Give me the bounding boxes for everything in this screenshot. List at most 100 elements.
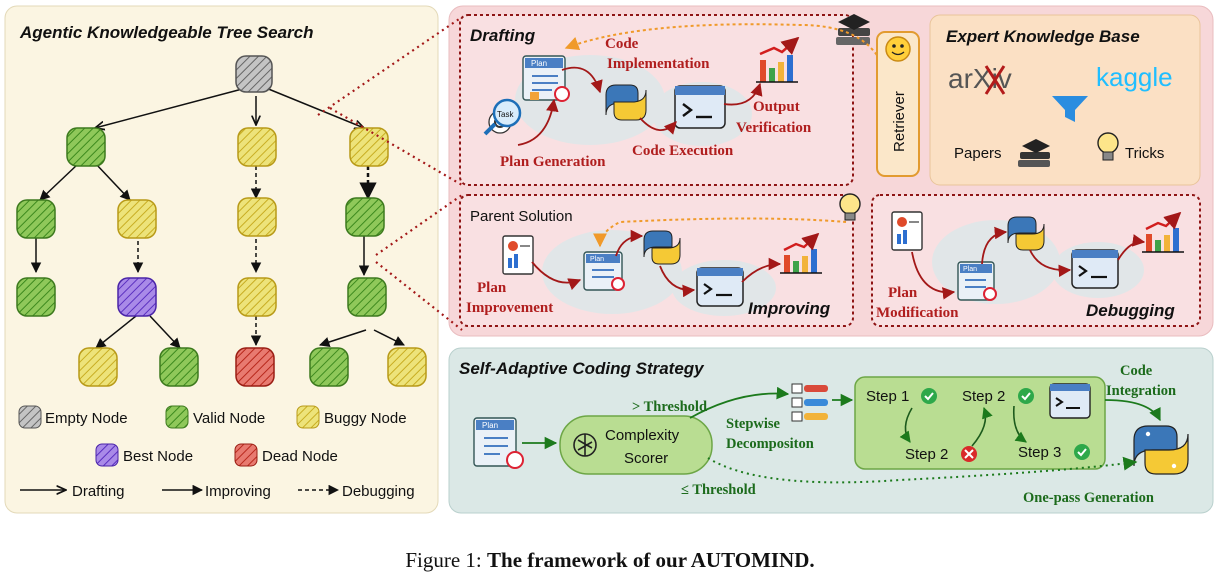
hugging-face-icon <box>885 36 911 62</box>
funnel-icon <box>1052 96 1088 122</box>
node-valid <box>66 127 106 167</box>
plan-modification-label-1: Plan <box>888 285 918 301</box>
improving-lightbulb-icon <box>839 193 861 221</box>
improving-title: Improving <box>748 299 831 318</box>
steps-terminal-icon <box>1049 383 1091 419</box>
tree-legend: Empty Node Valid Node Buggy Node Best No… <box>18 405 415 500</box>
node-best <box>117 277 157 317</box>
plan-modification-label-2: Modification <box>876 305 959 321</box>
stepwise-label-1: Stepwise <box>726 416 781 432</box>
plan-doc-label: Plan <box>531 59 547 68</box>
legend-valid-label: Valid Node <box>193 410 265 427</box>
retrieval-arrow-drafting <box>564 23 881 61</box>
legend-best-swatch <box>95 443 119 467</box>
step-arrows <box>899 405 1027 447</box>
debugging-arrows <box>911 226 1146 300</box>
papers-books-icon <box>1018 139 1050 167</box>
node-valid <box>159 347 199 387</box>
step1-check-icon <box>921 388 937 404</box>
code-implementation-label-2: Implementation <box>607 56 710 72</box>
legend-debugging-label: Debugging <box>342 483 415 500</box>
legend-buggy-label: Buggy Node <box>324 410 407 427</box>
strategy-plan-icon: Plan <box>473 417 524 469</box>
drafting-arrows <box>517 66 763 146</box>
debug-plan-icon: Plan <box>957 261 997 301</box>
gt-threshold-label: > Threshold <box>632 399 707 415</box>
complexity-scorer-box <box>559 415 713 475</box>
one-pass-label: One-pass Generation <box>1023 490 1154 506</box>
books-graduation-icon <box>836 14 870 45</box>
figure-caption: Figure 1: The framework of our AUTOMIND. <box>0 548 1220 573</box>
subtask-list-icon <box>791 383 828 422</box>
tree-nodes <box>16 55 427 387</box>
output-verification-label-2: Verification <box>736 120 812 136</box>
step3-label: Step 3 <box>1018 444 1061 461</box>
plan-improvement-label-1: Plan <box>477 280 507 296</box>
tree-panel <box>4 5 439 514</box>
debug-terminal-icon <box>1071 249 1119 289</box>
improving-python-icon <box>643 230 681 265</box>
plan-document-icon: Plan <box>522 55 570 102</box>
bar-chart-icon <box>756 36 800 83</box>
legend-empty-swatch <box>18 405 42 429</box>
node-valid <box>347 277 387 317</box>
node-dead <box>235 347 275 387</box>
legend-drafting-label: Drafting <box>72 483 125 500</box>
code-implementation-label-1: Code <box>605 36 639 52</box>
improving-arrows <box>531 229 782 298</box>
kaggle-logo: kaggle <box>1096 62 1173 92</box>
step1-label: Step 1 <box>866 388 909 405</box>
node-valid <box>16 199 56 239</box>
openai-logo-icon <box>573 433 597 457</box>
caption-bold: The framework of our AUTOMIND. <box>487 548 815 572</box>
tricks-label: Tricks <box>1125 145 1164 162</box>
node-buggy <box>78 347 118 387</box>
le-threshold-label: ≤ Threshold <box>681 482 756 498</box>
retrieval-arrow-improving <box>593 217 847 248</box>
tree-edges <box>30 87 405 349</box>
stepwise-label-2: Decompositon <box>726 436 814 452</box>
caption-prefix: Figure 1: <box>405 548 488 572</box>
node-valid <box>16 277 56 317</box>
retriever-label: Retriever <box>891 91 908 152</box>
step2a-check-icon <box>1018 388 1034 404</box>
task-label: Task <box>497 110 514 119</box>
node-root <box>235 55 273 93</box>
terminal-icon <box>674 85 726 129</box>
improving-chart-icon <box>780 232 822 274</box>
connector-lines <box>317 16 463 331</box>
strategy-plan-doc-label: Plan <box>482 421 498 430</box>
node-buggy <box>237 127 277 167</box>
strategy-python-icon <box>1133 425 1189 475</box>
arxiv-x-mark <box>984 65 1006 95</box>
debug-report-icon <box>891 211 923 251</box>
parent-report-icon <box>502 235 534 275</box>
task-magnifier-icon: Task <box>483 98 522 136</box>
code-integration-arrow <box>1104 399 1161 422</box>
complexity-scorer-label-2: Scorer <box>624 450 668 467</box>
improving-plan-doc-label: Plan <box>590 256 604 263</box>
knowledge-base-title: Expert Knowledge Base <box>946 27 1140 46</box>
debug-plan-doc-label: Plan <box>963 266 977 273</box>
improving-terminal-icon <box>696 267 744 307</box>
retriever-box <box>876 31 920 177</box>
legend-dead-swatch <box>234 443 258 467</box>
code-execution-label: Code Execution <box>632 143 734 159</box>
complexity-scorer-label-1: Complexity <box>605 427 680 444</box>
plan-generation-label: Plan Generation <box>500 154 606 170</box>
legend-valid-swatch <box>165 405 189 429</box>
drafting-title: Drafting <box>470 26 536 45</box>
node-buggy <box>387 347 427 387</box>
legend-empty-label: Empty Node <box>45 410 128 427</box>
node-buggy <box>237 277 277 317</box>
gt-threshold-arrow <box>689 386 790 419</box>
code-integration-label-2: Integration <box>1106 383 1176 399</box>
tree-panel-title: Agentic Knowledgeable Tree Search <box>19 23 314 42</box>
debug-chart-icon <box>1142 211 1184 253</box>
steps-box <box>854 376 1106 470</box>
node-buggy <box>237 197 277 237</box>
step2a-label: Step 2 <box>962 388 1005 405</box>
step3-check-icon <box>1074 444 1090 460</box>
lightbulb-icon <box>1097 132 1119 161</box>
